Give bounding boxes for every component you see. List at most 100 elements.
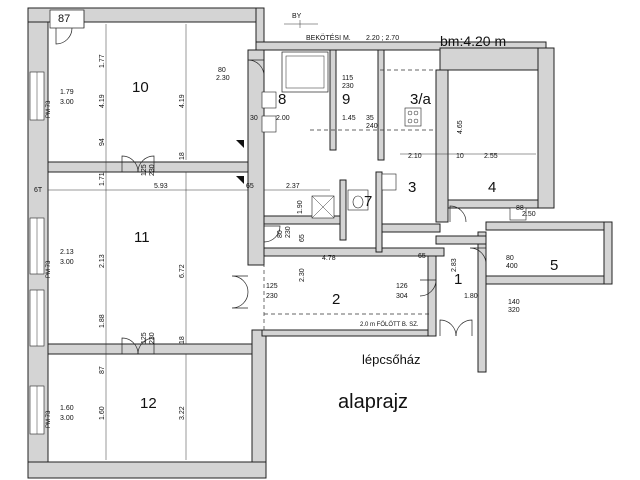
dim-7-c: 230 (285, 226, 292, 238)
dim-4-a: 2.55 (484, 153, 498, 160)
dim-door-1b: 230 (149, 164, 156, 176)
sink-4 (509, 207, 527, 221)
wall-right-main (247, 49, 265, 266)
wall-right-lower (251, 329, 267, 479)
wall-top-right (255, 7, 265, 45)
marker-2 (236, 176, 244, 184)
wall-5-top (485, 221, 611, 231)
dim-4-b: 4.65 (457, 120, 464, 134)
room-11: 11 (134, 229, 150, 246)
bathtub (281, 51, 329, 93)
dim-door-2a: 125 (141, 332, 148, 344)
dim-11-e: 6T (34, 187, 43, 194)
wall-4-bottom (447, 199, 539, 209)
dim-3-b: 10 (456, 153, 464, 160)
dim-1-b: 1.80 (464, 293, 478, 300)
dim-8-b: 2.30 (216, 75, 230, 82)
dim-12-d: 1.60 (99, 406, 106, 420)
room-3a: 3/a (410, 91, 432, 108)
boiler-3 (381, 173, 397, 191)
dim-2-d: 304 (396, 293, 408, 300)
dim-10-w: 1.79 (60, 89, 74, 96)
wall-corridor-2 (263, 247, 445, 257)
dim-9-a: 115 (342, 75, 353, 82)
dim-2-b: 2.30 (299, 268, 306, 282)
dim-door-3b: 230 (266, 293, 278, 300)
wall-lower-right (427, 255, 437, 337)
by-label: BY (292, 13, 302, 20)
marker-1 (236, 140, 244, 148)
dim-door-1c: 18 (179, 152, 186, 160)
dim-8-c: 2.00 (276, 115, 290, 122)
meter-dims: 2.20 ; 2.70 (366, 35, 399, 42)
wall-9-3a (377, 49, 385, 161)
wall-1-right (477, 231, 487, 373)
wall-top-far (439, 47, 547, 71)
corner-number: 87 (58, 13, 70, 25)
dim-1-c: 65 (418, 253, 426, 260)
dim-9-b: 230 (342, 83, 354, 90)
room-7: 7 (364, 193, 372, 210)
dim-10-c: 4.19 (179, 94, 186, 108)
dim-5-b: 400 (506, 263, 518, 270)
dim-11-h: 2.13 (99, 254, 106, 268)
dim-12-c: 3.00 (60, 415, 74, 422)
doors (121, 59, 487, 355)
dim-8-a: 80 (218, 67, 226, 74)
corner-box: 87 (49, 9, 85, 45)
room-3: 3 (408, 179, 416, 196)
wall-7-left (339, 179, 347, 241)
floor-plan-label: alaprajz (338, 391, 408, 413)
wall-3a-4 (435, 69, 449, 223)
wall-1-top (435, 235, 487, 245)
room-12: 12 (140, 395, 157, 412)
dim-11-g: 3.00 (60, 259, 74, 266)
dim-11-pm: PM 73 (46, 260, 52, 278)
dim-11-j: 1.88 (99, 314, 106, 328)
room-8: 8 (278, 91, 286, 108)
dim-door-3a: 125 (266, 283, 278, 290)
room-10: 10 (132, 79, 149, 96)
dim-door-1a: 125 (141, 164, 148, 176)
wall-2-bottom (261, 329, 433, 337)
over-note: 2.0 m FÖLÖTT B. SZ. (360, 321, 419, 328)
fixtures (261, 51, 527, 221)
dim-4-d: 2.50 (522, 211, 536, 218)
room-9: 9 (342, 91, 350, 108)
dim-10-d: 94 (99, 138, 106, 146)
outer-walls (27, 7, 555, 479)
dim-10-h: 3.00 (60, 99, 74, 106)
wall-5-right (603, 221, 613, 285)
wall-bottom (27, 461, 267, 479)
dim-12-e: 3.22 (179, 406, 186, 420)
dim-11-c: 65 (246, 183, 254, 190)
dim-10-b: 4.19 (99, 94, 106, 108)
staircase-label: lépcsőház (362, 352, 421, 367)
room-5: 5 (550, 257, 558, 274)
dim-5-c: 140 (508, 299, 520, 306)
dim-9-d: 240 (366, 123, 378, 130)
dim-5-d: 320 (508, 307, 520, 314)
dim-1-a: 2.83 (451, 258, 458, 272)
toilet-7 (347, 189, 369, 211)
dim-7-a: 1.90 (297, 200, 304, 214)
wall-10-11 (47, 161, 249, 173)
dim-11-i: 6.72 (179, 264, 186, 278)
dim-2-a: 4.78 (322, 255, 336, 262)
dim-10-a: 1.77 (99, 54, 106, 68)
dim-12-pm: PM 73 (46, 410, 52, 428)
dim-5-a: 80 (506, 255, 514, 262)
room-1: 1 (454, 271, 462, 288)
dim-7-b: 80 (277, 230, 284, 238)
dim-9-c: 1.45 (342, 115, 356, 122)
dim-10-pm: PM 73 (46, 100, 52, 118)
dim-9-e: 35 (366, 115, 374, 122)
sink-8 (261, 91, 277, 109)
dim-11-f: 2.13 (60, 249, 74, 256)
dim-7-d: 65 (299, 234, 306, 242)
dim-8-d: 30 (250, 115, 258, 122)
dimension-lines (48, 20, 536, 460)
dim-11-a: 1.71 (99, 172, 106, 186)
sink-8b (261, 115, 277, 133)
